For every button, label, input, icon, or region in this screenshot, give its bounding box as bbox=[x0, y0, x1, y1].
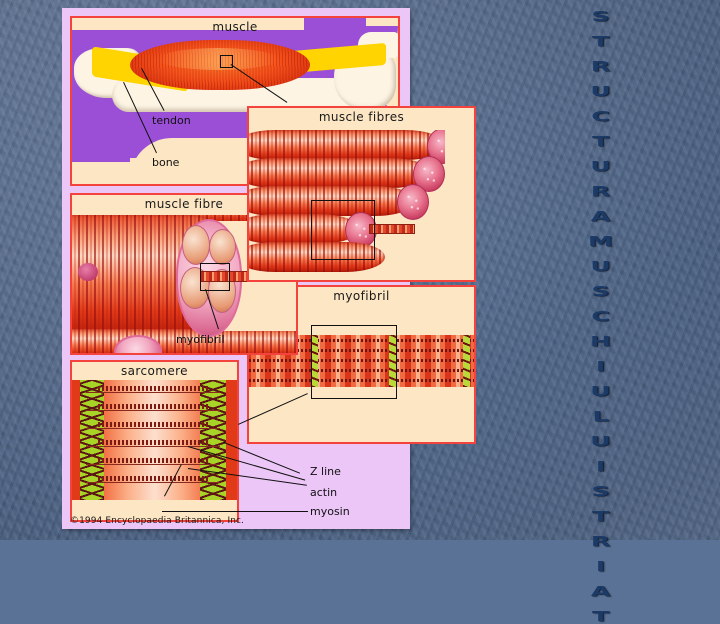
panel-muscle: tendon bone muscle bbox=[70, 16, 400, 186]
panel-muscle-fibres: muscle fibres bbox=[247, 106, 476, 282]
title-letter-r-7: R bbox=[590, 183, 612, 200]
figure-panel: tendon bone muscle muscle fibres bbox=[62, 8, 476, 529]
callout-box-myofibril bbox=[311, 325, 397, 399]
panel-title-muscle-fibre: muscle fibre bbox=[144, 197, 224, 211]
panel-title-muscle-fibres: muscle fibres bbox=[318, 110, 405, 124]
fibres-paper-right bbox=[445, 130, 474, 280]
paper-area-top bbox=[72, 18, 304, 30]
myofibril-band bbox=[249, 369, 474, 372]
title-letter-h-14: H bbox=[590, 333, 612, 350]
myofibril-band bbox=[249, 359, 474, 362]
myosin-filament bbox=[98, 440, 210, 445]
muscle-fibre-cylinder bbox=[249, 214, 359, 244]
label-tendon: tendon bbox=[152, 114, 191, 127]
title-letter-l-17: L bbox=[592, 408, 610, 425]
title-letter-a-25: A bbox=[590, 583, 612, 600]
nucleus-bulge bbox=[78, 263, 98, 281]
title-letter-i-15: I bbox=[595, 358, 607, 375]
callout-box-muscle bbox=[220, 55, 233, 68]
label-actin: actin bbox=[310, 486, 338, 499]
myofibril-band bbox=[249, 349, 474, 352]
muscle-fibre-cylinder bbox=[249, 130, 445, 160]
title-letter-u-3: U bbox=[590, 83, 612, 100]
muscle-belly-highlight bbox=[158, 48, 278, 70]
actin-filament bbox=[86, 392, 220, 393]
label-z-line: Z line bbox=[310, 465, 341, 478]
title-letter-i-19: I bbox=[595, 458, 607, 475]
muscle-fibre-end bbox=[397, 184, 429, 220]
title-letter-t-26: T bbox=[591, 608, 611, 624]
title-letter-r-23: R bbox=[590, 533, 612, 550]
fascicle-lobe bbox=[209, 229, 236, 265]
myosin-filament bbox=[98, 404, 210, 409]
title-letter-t-1: T bbox=[591, 33, 611, 50]
muscle-fibre-end bbox=[413, 156, 445, 192]
fibre-body-bottom bbox=[72, 329, 296, 353]
muscle-fibre-cylinder bbox=[249, 186, 415, 216]
title-letter-c-13: C bbox=[591, 308, 611, 325]
title-letter-u-18: U bbox=[590, 433, 612, 450]
label-myofibril: myofibril bbox=[176, 333, 225, 346]
myosin-filament bbox=[98, 386, 210, 391]
muscle-fibre-cylinder bbox=[249, 158, 431, 188]
myosin-filament bbox=[98, 458, 210, 463]
label-bone: bone bbox=[152, 156, 180, 169]
panel-sarcomere: sarcomere bbox=[70, 360, 239, 522]
leader-myosin-horizontal bbox=[162, 511, 308, 512]
callout-box-fibres bbox=[311, 200, 375, 260]
copyright-notice: ©1994 Encyclopaedia Britannica, Inc. bbox=[70, 516, 245, 526]
actin-filament bbox=[86, 464, 220, 465]
actin-filament bbox=[86, 428, 220, 429]
panel-title-sarcomere: sarcomere bbox=[121, 364, 188, 378]
fibres-title-strip bbox=[249, 108, 474, 130]
myofibril-strand bbox=[369, 224, 415, 234]
title-letter-r-2: R bbox=[590, 58, 612, 75]
title-letter-a-8: A bbox=[590, 208, 612, 225]
myofibril-band bbox=[249, 339, 474, 342]
title-letter-u-11: U bbox=[590, 258, 612, 275]
myofibril-band bbox=[249, 379, 474, 382]
myosin-filament bbox=[98, 476, 210, 481]
sarcomere-paper-bottom bbox=[72, 500, 237, 520]
title-letter-s-0: S bbox=[591, 8, 611, 25]
actin-filament bbox=[86, 446, 220, 447]
title-letter-s-12: S bbox=[591, 283, 611, 300]
title-letter-s-21: S bbox=[591, 483, 611, 500]
title-letter-u-6: U bbox=[590, 158, 612, 175]
panel-title-myofibril: myofibril bbox=[333, 289, 390, 303]
sarcomere-title-strip bbox=[72, 362, 237, 380]
fibre-title-strip bbox=[72, 195, 296, 215]
z-line-band bbox=[389, 335, 396, 387]
title-letter-c-4: C bbox=[591, 108, 611, 125]
actin-filament bbox=[86, 410, 220, 411]
actin-filament bbox=[86, 482, 220, 483]
title-letter-t-5: T bbox=[591, 133, 611, 150]
z-line-band bbox=[463, 335, 470, 387]
panel-title-muscle: muscle bbox=[212, 20, 258, 34]
fascicle-lobe bbox=[182, 225, 210, 265]
myosin-filament bbox=[98, 422, 210, 427]
title-letter-m-10: M bbox=[588, 233, 614, 250]
label-myosin: myosin bbox=[310, 505, 350, 518]
callout-box-fibre bbox=[200, 263, 230, 291]
title-letter-i-24: I bbox=[595, 558, 607, 575]
muscle-fibre-cylinder bbox=[249, 242, 385, 272]
z-line-band bbox=[311, 335, 318, 387]
title-letter-t-22: T bbox=[591, 508, 611, 525]
title-letter-u-16: U bbox=[590, 383, 612, 400]
